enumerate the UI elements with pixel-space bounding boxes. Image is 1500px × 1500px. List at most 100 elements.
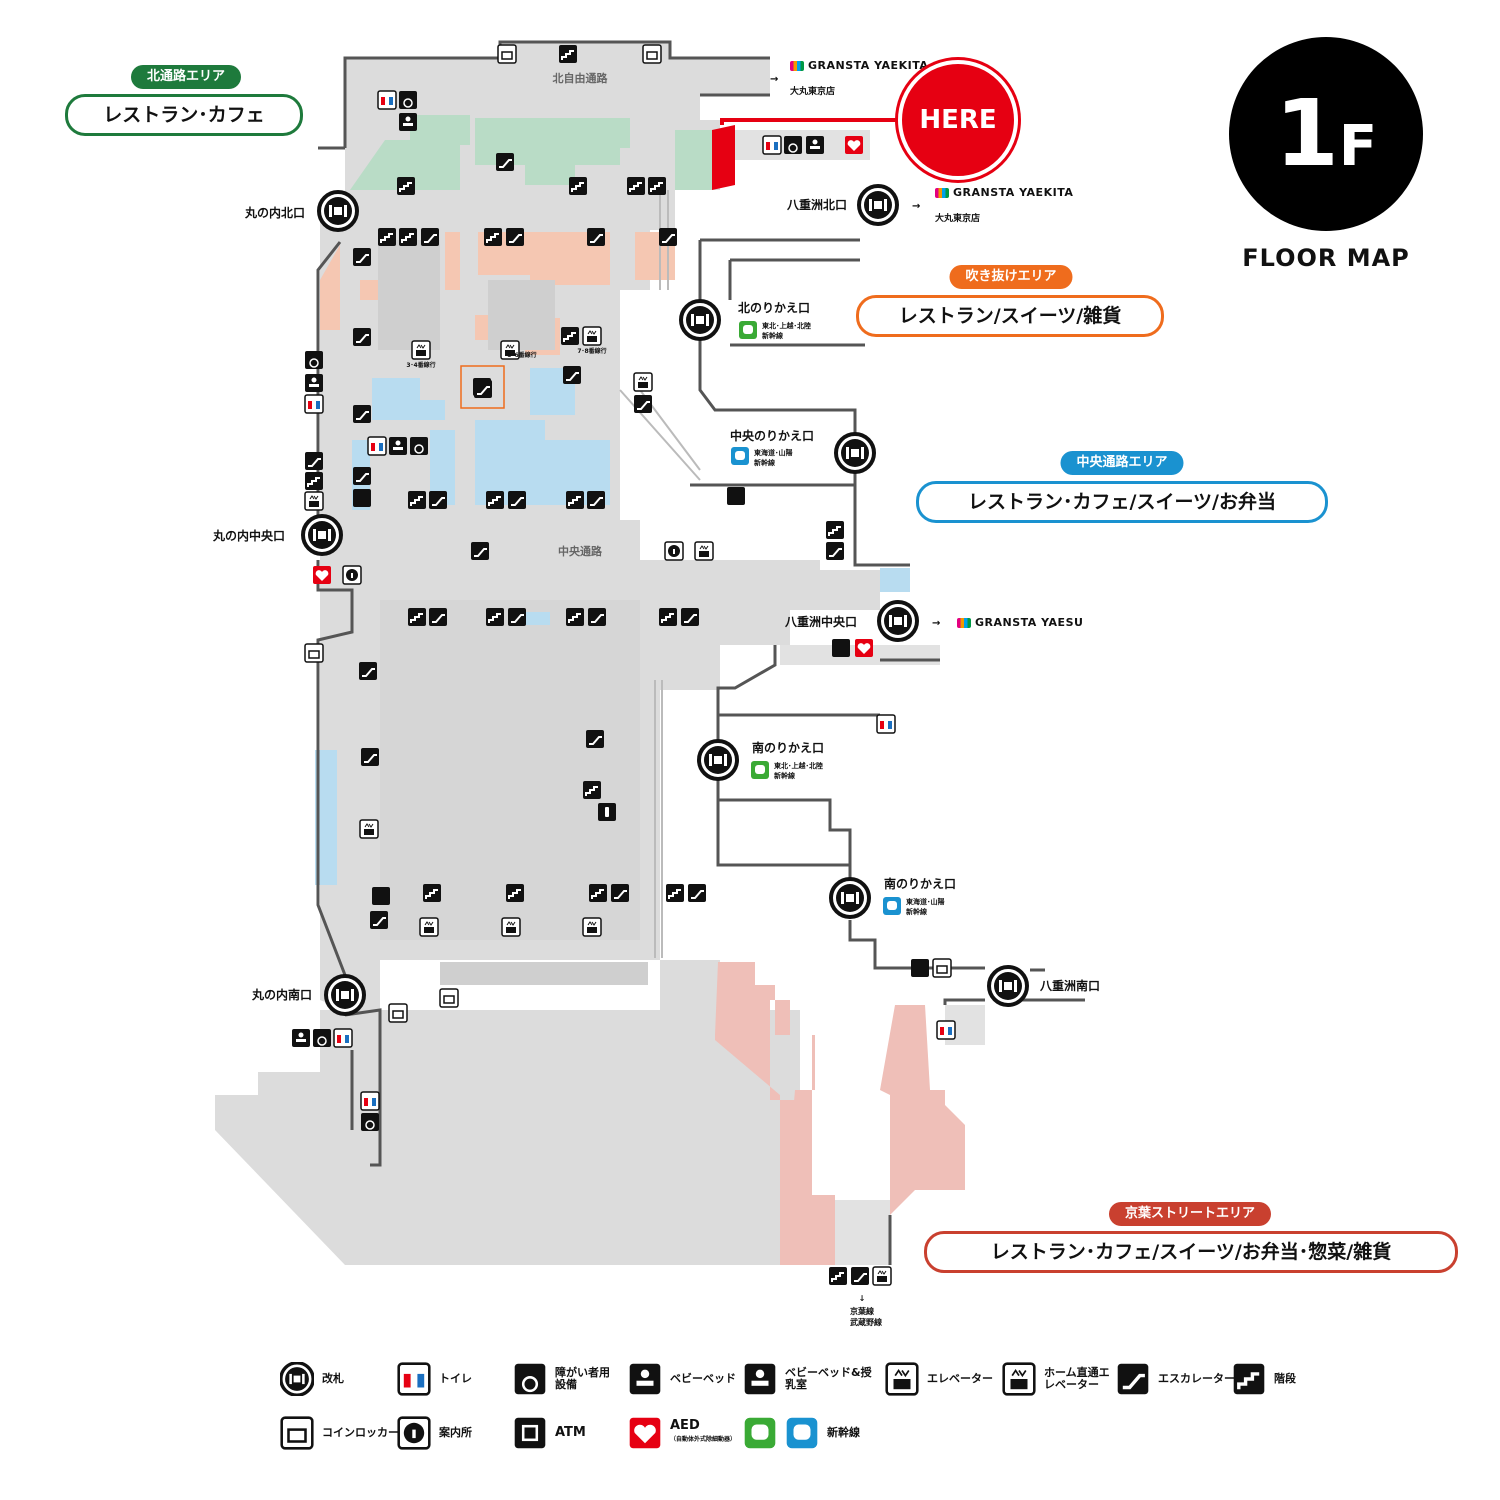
svg-text:新幹線: 新幹線 [774,771,795,780]
baby-bed-icon [629,1363,661,1395]
atm-icon [514,1417,546,1449]
svg-text:↓: ↓ [859,1294,866,1303]
chuo-tsuro-label: 中央通路 [558,544,603,558]
wheelchair-icon [360,1112,380,1132]
wheelchair-icon [312,1028,332,1048]
svg-text:東海道･山陽: 東海道･山陽 [754,448,793,457]
daimaru-label: 大丸東京店 [790,87,836,97]
coin-locker-icon [642,44,662,64]
legend-info: 案内所 [397,1416,472,1450]
stairs-icon [377,227,397,247]
escalator-icon [428,607,448,627]
granstra-yaekita-link[interactable]: GRANSTA YAEKITA [790,59,928,72]
escalator-icon [633,394,653,414]
svg-text:新幹線: 新幹線 [906,907,927,916]
stairs-icon [485,607,505,627]
floor-map-caption: FLOOR MAP [1242,244,1410,272]
svg-text:→: → [932,618,940,629]
coin-locker-icon [304,643,324,663]
escalator-icon [428,490,448,510]
legend-aed: AED（自動体外式除細動器） [628,1416,736,1450]
escalator-icon [505,227,525,247]
baby-bed-icon [305,374,323,392]
elevator-icon [872,1266,892,1286]
gate-icon[interactable] [829,877,871,919]
stairs-icon [665,883,685,903]
stairs-icon [483,227,503,247]
svg-text:武蔵野線: 武蔵野線 [850,1317,882,1327]
gate-icon[interactable] [987,965,1029,1007]
granstra-yaesu-link[interactable]: GRANSTA YAESU [957,616,1083,629]
svg-text:→: → [770,74,778,85]
keiyo-area-title[interactable]: レストラン･カフェ/スイーツ/お弁当･惣菜/雑貨 [924,1231,1458,1273]
stairs-icon [396,176,416,196]
toilet-icon [876,714,896,734]
stairs-icon [565,490,585,510]
stairs-icon [828,1266,848,1286]
stairs-icon [825,520,845,540]
coin-locker-icon [497,44,517,64]
toilet-icon [377,90,397,110]
toilet-icon [367,436,387,456]
phone-icon [598,803,616,821]
map-labels: 北自由通路 中央通路 丸の内北口 丸の内中央口 丸の内南口 八重洲北口 八重洲中… [212,71,1100,1327]
aed-icon [855,639,873,657]
stairs-icon [407,490,427,510]
gate-icon[interactable] [877,600,919,642]
baby-bed-icon [399,113,417,131]
escalator-icon [470,541,490,561]
gate-icon[interactable] [317,190,359,232]
platform-elevator-icon [1002,1362,1036,1396]
escalator-icon [507,490,527,510]
atm-icon [727,487,745,505]
legend-elevator: エレベーター [885,1362,993,1396]
stairs-icon [422,883,442,903]
escalator-icon [850,1266,870,1286]
svg-text:新幹線: 新幹線 [754,458,775,467]
yaesu-central-label: 八重洲中央口 [784,614,857,629]
wheelchair-icon [513,1362,547,1396]
wheelchair-icon [398,90,418,110]
daimaru-label: 大丸東京店 [935,214,981,224]
stairs-icon [647,176,667,196]
elevator-icon [633,372,653,392]
gate-icon[interactable] [679,299,721,341]
legend-baby-bed: ベビーベッド [628,1362,736,1396]
legend-platform-elevator: ホーム直通エレベーター [1002,1362,1112,1396]
gate-icon[interactable] [324,974,366,1016]
atm-icon [372,887,390,905]
legend-stairs: 階段 [1232,1362,1296,1396]
escalator-icon [587,607,607,627]
escalator-icon [352,404,372,424]
gate-icon[interactable] [301,514,343,556]
legend-shinkansen: 新幹線 [743,1416,860,1450]
granstra-yaekita-link[interactable]: GRANSTA YAEKITA [935,186,1073,199]
gate-icon[interactable] [697,739,739,781]
atrium-area-tag: 吹き抜けエリア [949,265,1073,289]
shinkansen-icon [751,761,769,779]
gate-icon[interactable] [857,184,899,226]
escalator-icon [369,910,389,930]
nursing-room-icon [744,1363,776,1395]
baby-bed-icon [292,1029,310,1047]
escalator-icon [495,152,515,172]
gate-icon[interactable] [834,432,876,474]
coin-locker-icon [388,1003,408,1023]
marunouchi-south-label: 丸の内南口 [251,987,312,1002]
north-passage-shops [350,115,712,190]
legend-accessible: 障がい者用設備 [513,1362,613,1396]
toilet-icon [360,1091,380,1111]
north-area-title[interactable]: レストラン･カフェ [65,94,303,136]
toilet-icon [762,135,782,155]
wheelchair-icon [783,135,803,155]
stairs-icon [1232,1362,1266,1396]
atrium-area-title[interactable]: レストラン/スイーツ/雑貨 [856,295,1164,337]
shinkansen-icon [786,1417,818,1449]
escalator-icon [304,451,324,471]
escalator-icon [680,607,700,627]
elevator-icon [582,917,602,937]
legend-coin-locker: コインロッカー [280,1416,399,1450]
elevator-icon [694,541,714,561]
central-area-title[interactable]: レストラン･カフェ/スイーツ/お弁当 [916,481,1328,523]
stairs-icon [568,176,588,196]
